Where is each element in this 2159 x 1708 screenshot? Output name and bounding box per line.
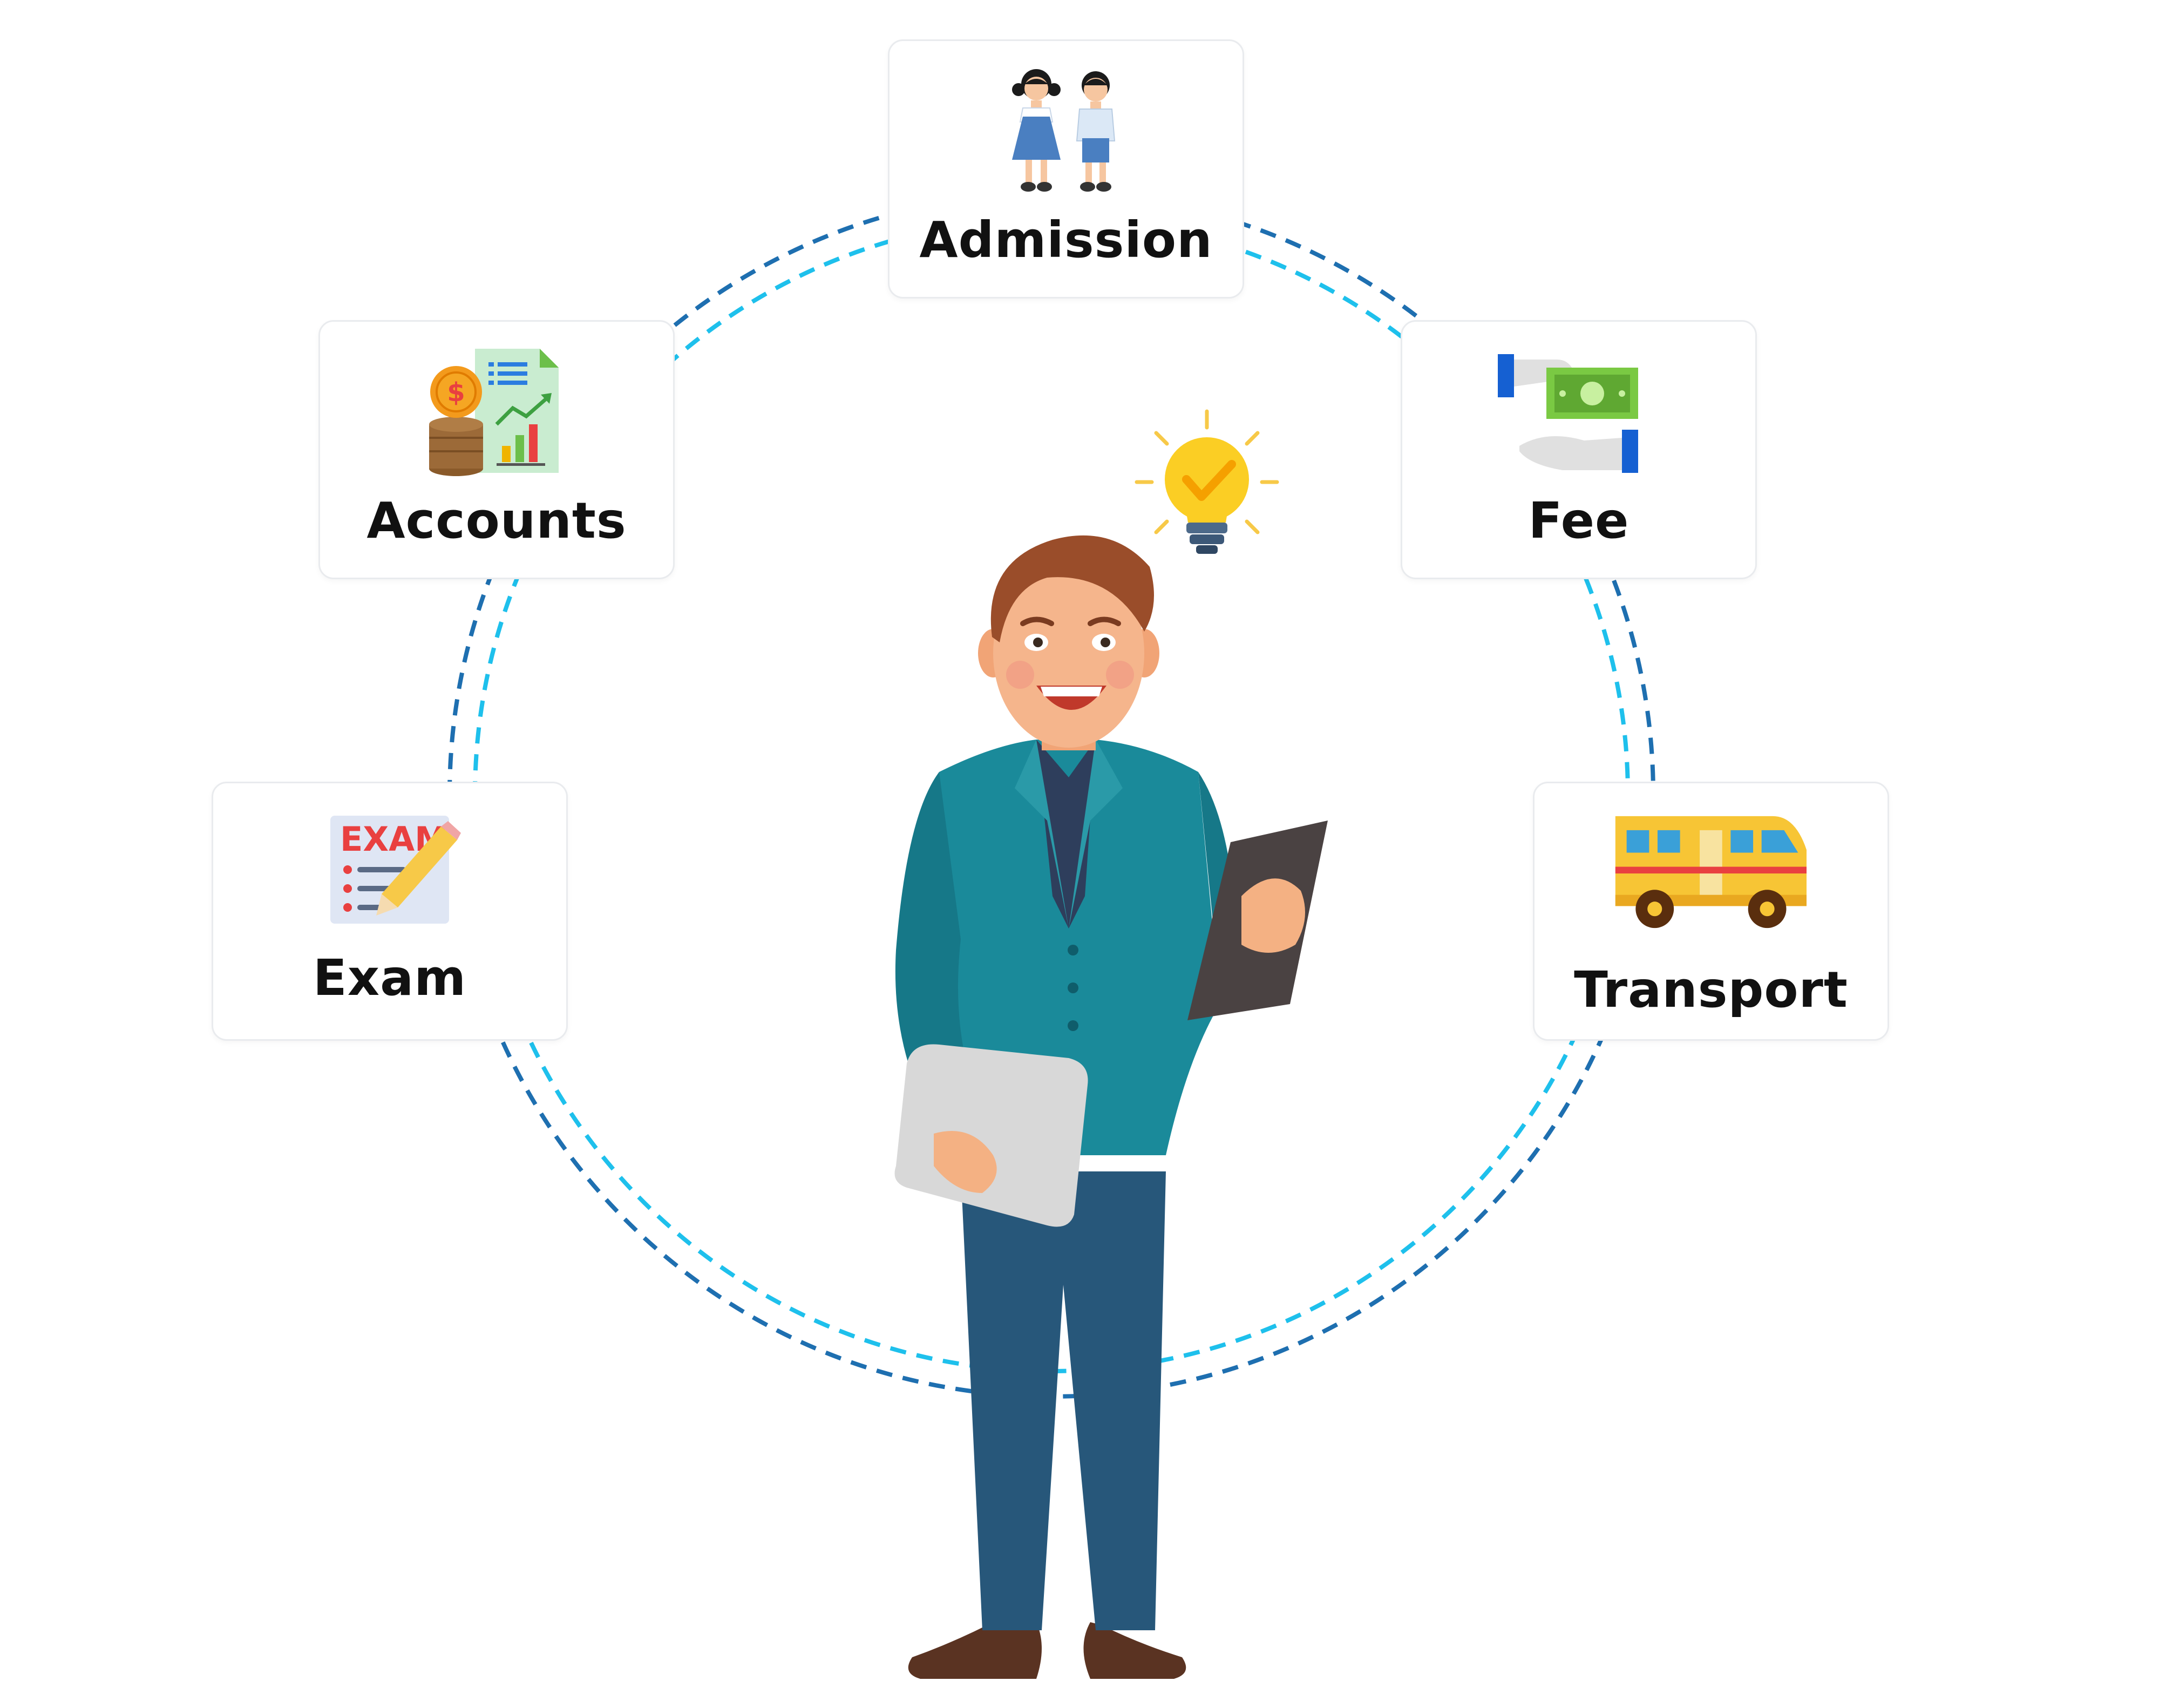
accounts-report-icon: $ — [429, 349, 559, 476]
lightbulb-icon — [1135, 409, 1279, 554]
module-label-transport: Transport — [1574, 961, 1848, 1019]
module-label-accounts: Accounts — [366, 492, 627, 550]
module-card-fee[interactable]: Fee — [1401, 320, 1757, 579]
teacher-figure-icon — [894, 535, 1328, 1679]
module-label-exam: Exam — [313, 949, 467, 1007]
school-bus-icon — [1615, 816, 1807, 928]
module-card-transport[interactable]: Transport — [1533, 782, 1889, 1041]
module-card-accounts[interactable]: $ Accounts — [318, 320, 675, 579]
module-card-admission[interactable]: Admission — [888, 39, 1244, 299]
module-label-fee: Fee — [1528, 492, 1630, 550]
exam-paper-icon: EXAM — [330, 816, 461, 924]
cash-exchange-icon — [1498, 354, 1638, 473]
module-label-admission: Admission — [919, 211, 1213, 269]
students-icon — [1012, 69, 1116, 192]
svg-text:$: $ — [447, 377, 465, 408]
module-card-exam[interactable]: EXAM Exam — [212, 782, 568, 1041]
